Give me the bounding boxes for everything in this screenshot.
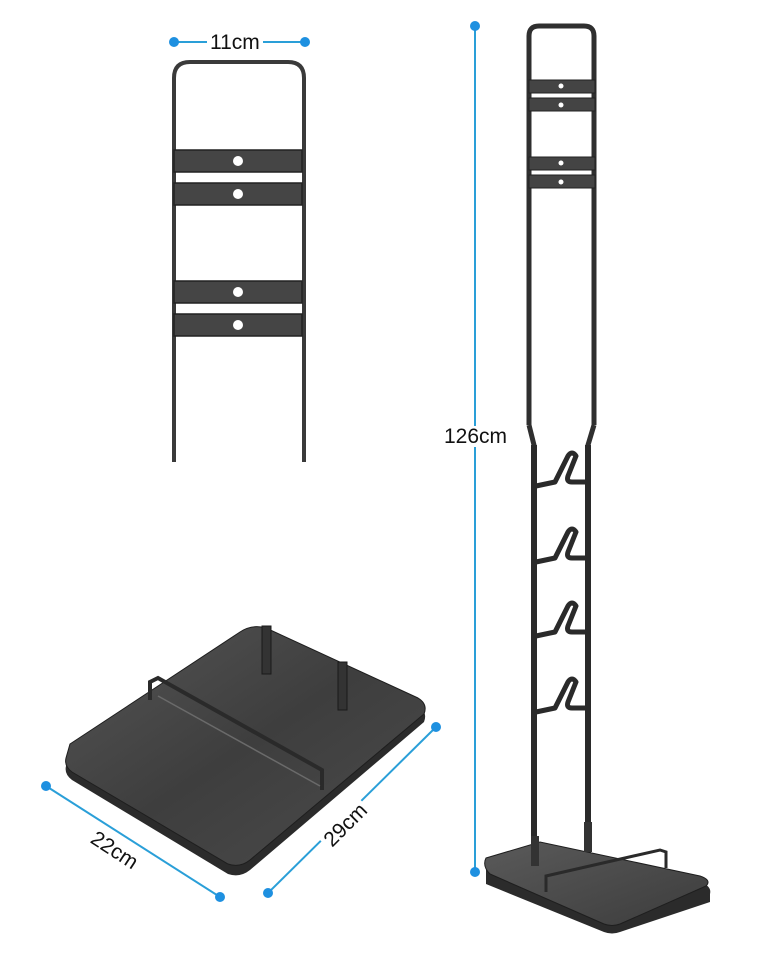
mounting-plate [173, 313, 303, 337]
height-dimension-line [470, 21, 480, 877]
base-width-dimension-line [41, 781, 225, 902]
top-frame-detail [172, 60, 306, 462]
mounting-plate [173, 182, 303, 206]
mounting-plate [173, 149, 303, 173]
top-width-label: 11cm [207, 32, 263, 53]
hook [535, 450, 588, 715]
mounting-plate [173, 280, 303, 304]
full-stand [484, 23, 711, 934]
stand-mounting-plate [528, 79, 596, 189]
base-plate-detail [65, 625, 426, 876]
height-label: 126cm [441, 426, 511, 447]
